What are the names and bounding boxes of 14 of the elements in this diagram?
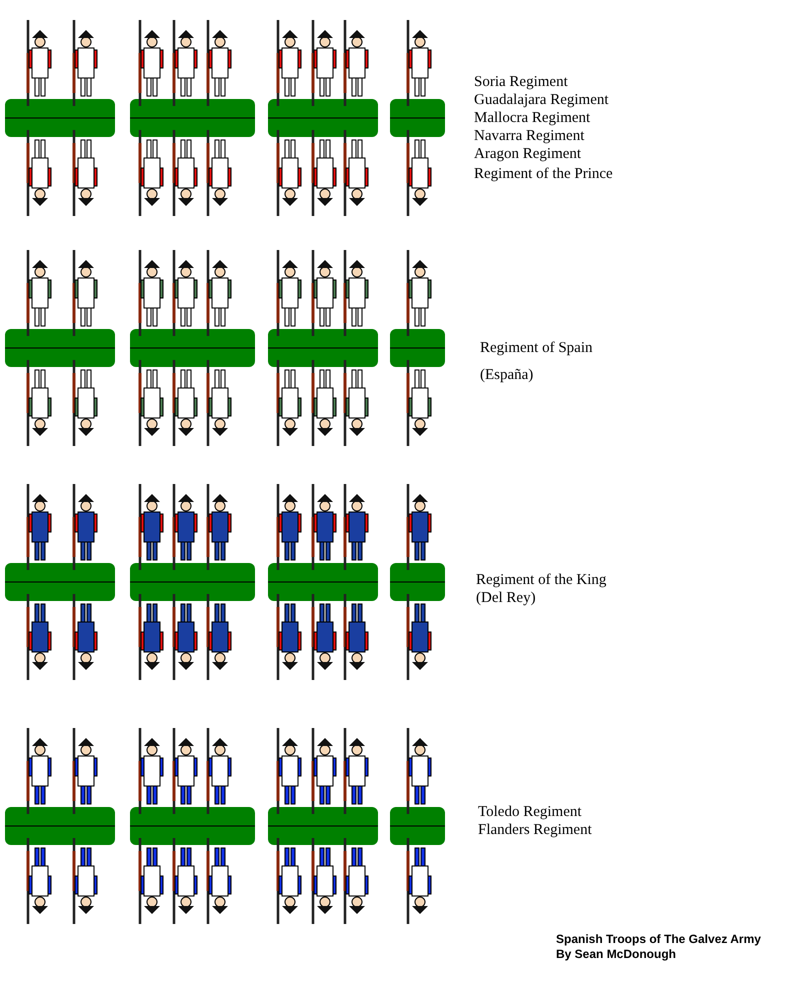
regiment-name: Regiment of the Prince [474, 166, 613, 183]
regiment-name: Regiment of Spain [480, 340, 592, 357]
regiment-name: Mallocra Regiment [474, 110, 590, 127]
regiment-name: Regiment of the King [476, 572, 606, 589]
regiment-name: Soria Regiment [474, 74, 568, 91]
regiment-name: (España) [480, 367, 534, 384]
credit-text: By Sean McDonough [556, 947, 676, 961]
regiment-name: (Del Rey) [476, 590, 536, 607]
regiment-name: Aragon Regiment [474, 146, 582, 163]
credit-text: Spanish Troops of The Galvez Army [556, 932, 761, 946]
regiment-name: Guadalajara Regiment [474, 92, 609, 109]
regiment-name: Flanders Regiment [478, 822, 592, 839]
regiment-name: Toledo Regiment [478, 804, 582, 821]
regiment-name: Navarra Regiment [474, 128, 584, 145]
